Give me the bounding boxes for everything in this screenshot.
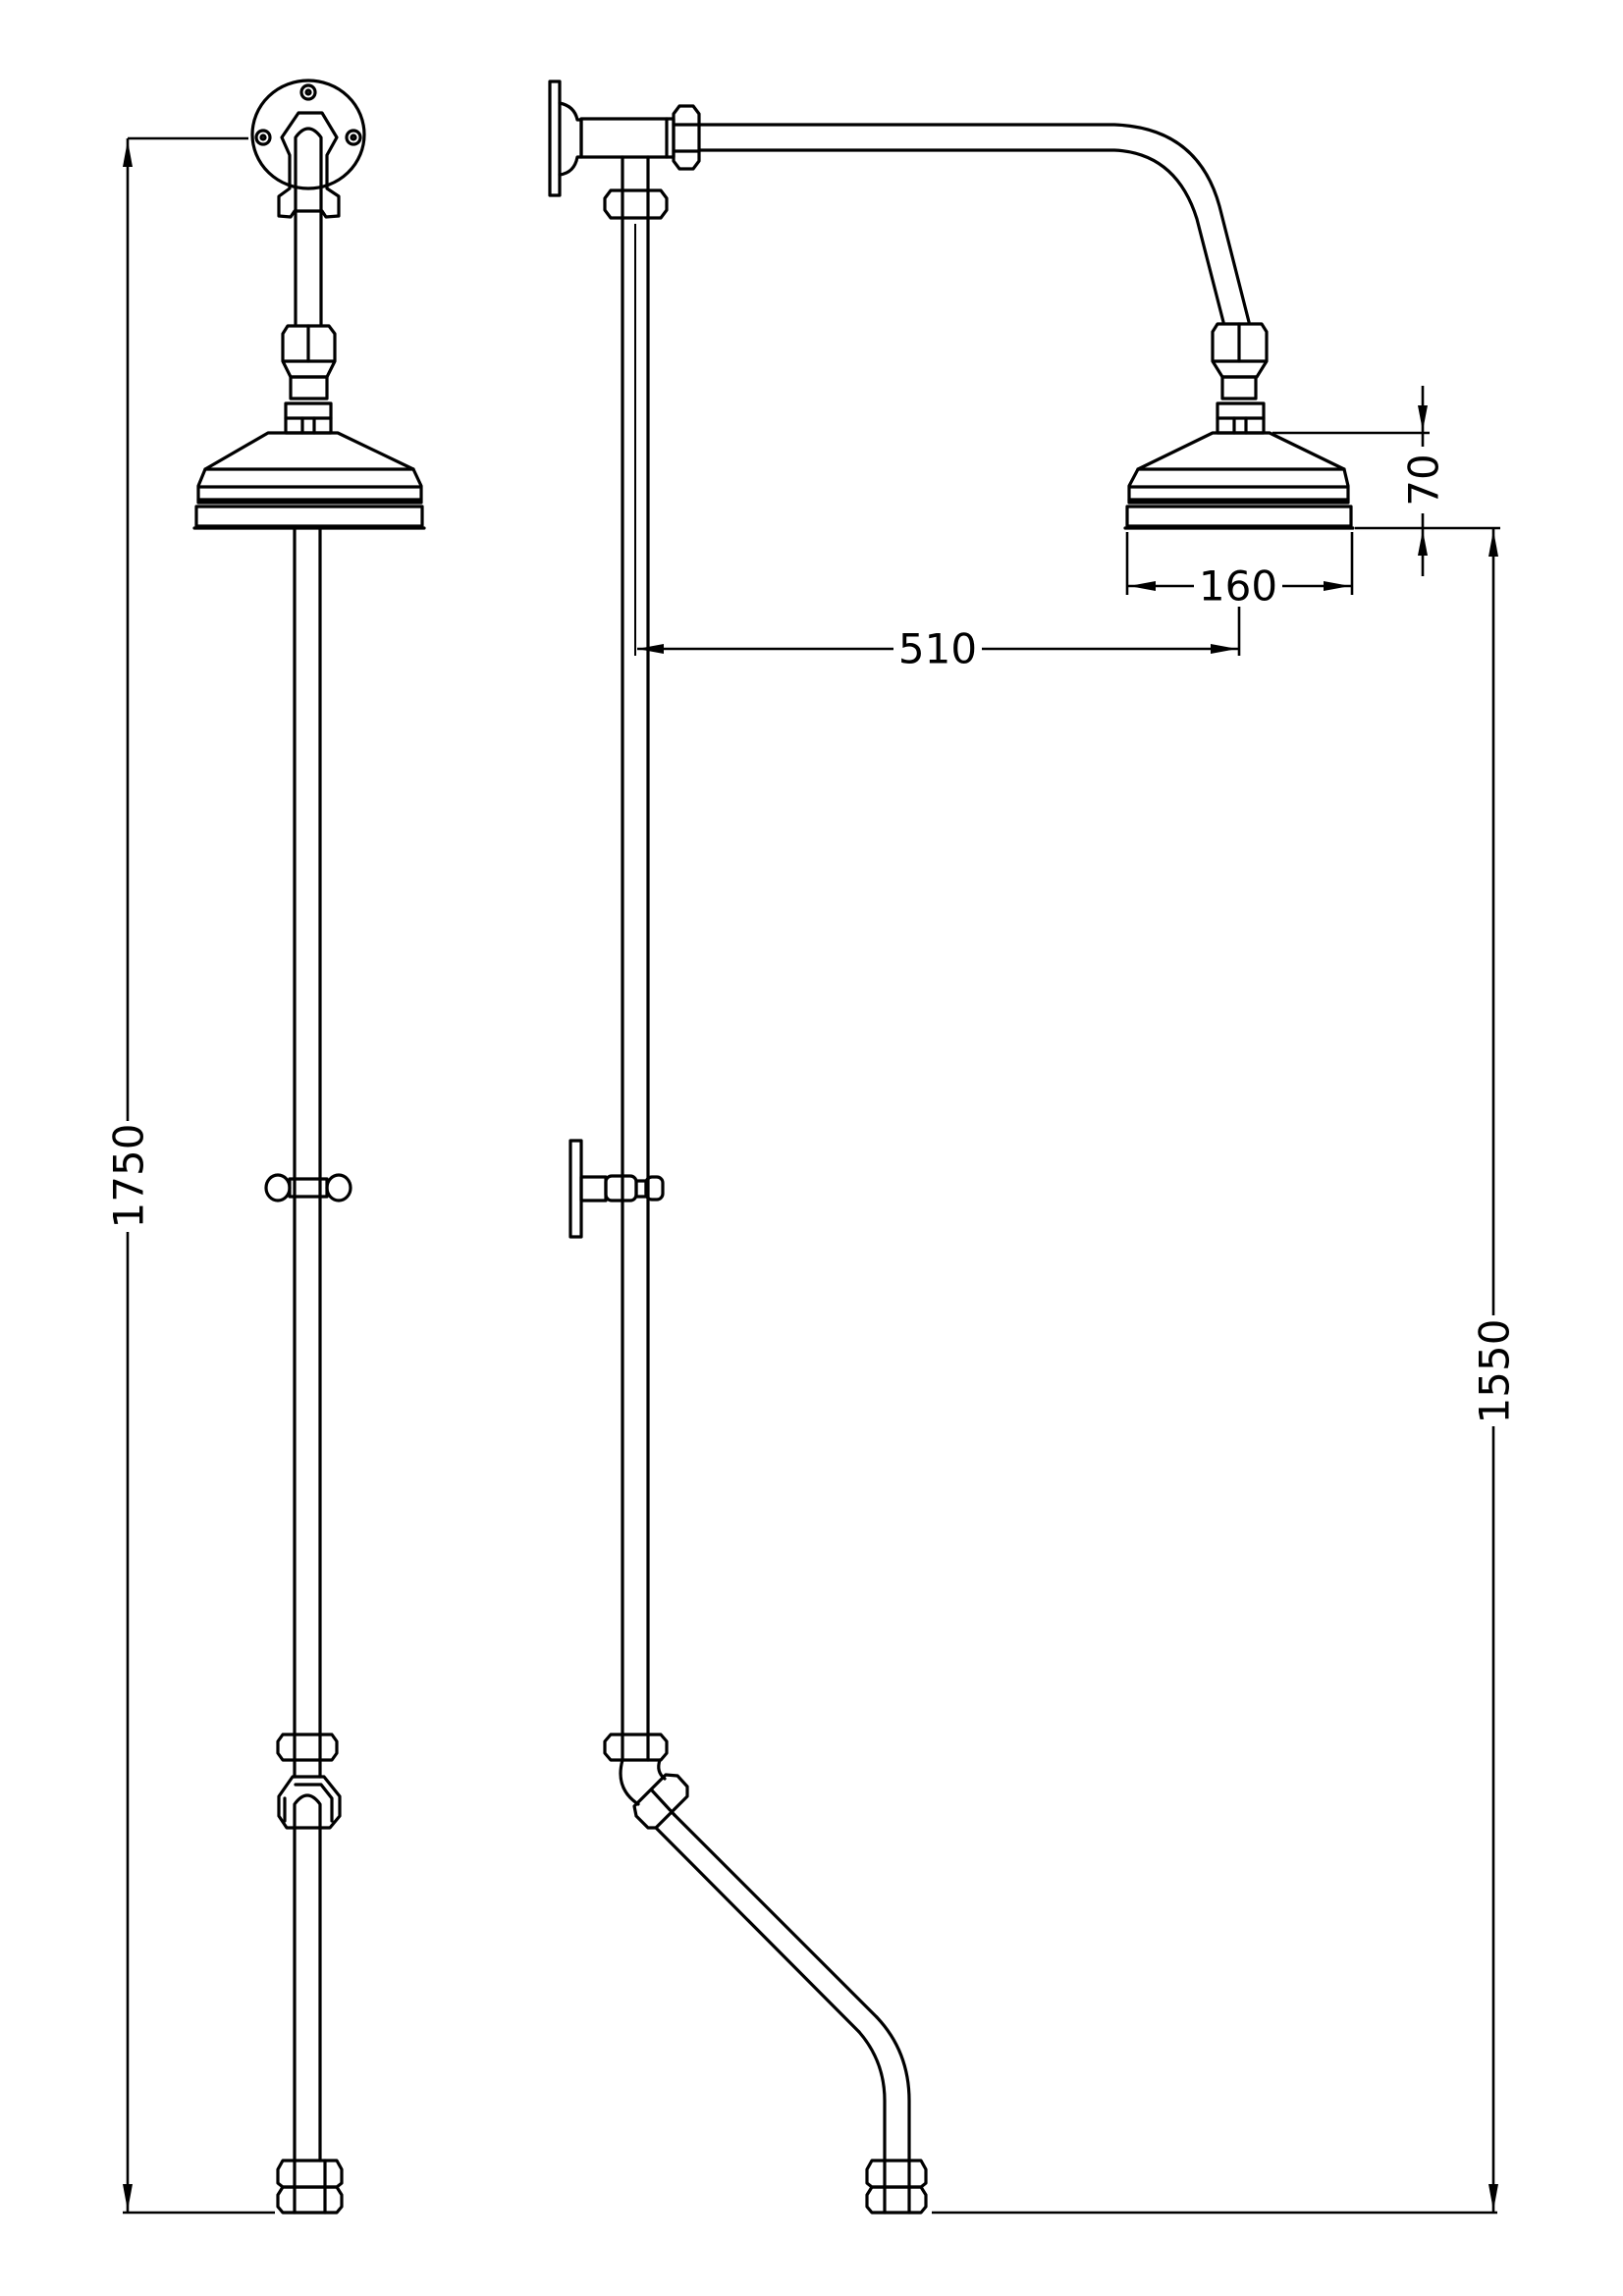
- side-view: [548, 80, 1355, 2215]
- head-connector: [281, 324, 337, 435]
- floor-nuts-front: [276, 2159, 344, 2215]
- riser-pipe-front: [293, 526, 322, 2163]
- arrow-head: [1418, 530, 1428, 556]
- slider-bracket-front: [264, 1173, 352, 1202]
- wall-plate-side: [548, 80, 701, 197]
- dimension-head-diameter: 160: [1125, 532, 1354, 611]
- dimension-arm-projection: 510: [637, 607, 1241, 673]
- riser-pipe-side: [603, 155, 669, 1736]
- floor-nuts-side: [865, 2159, 928, 2215]
- dim-label-1750: 1750: [105, 1124, 153, 1229]
- arrow-head: [1488, 2184, 1498, 2211]
- shower-head-side: [1123, 431, 1355, 530]
- arrow-head: [123, 2184, 133, 2211]
- arrow-head: [1211, 644, 1237, 654]
- lower-nut-front: [276, 1733, 339, 1762]
- arrow-head: [1418, 405, 1428, 431]
- arrow-head: [1488, 530, 1498, 557]
- dimension-head-depth: 70: [1272, 386, 1448, 576]
- dimension-head-height: 1550: [932, 526, 1519, 2215]
- front-view: [192, 79, 426, 2215]
- head-connector-side: [1211, 322, 1269, 435]
- dim-label-70: 70: [1400, 454, 1448, 506]
- dimension-overall-height: 1750: [105, 136, 275, 2215]
- union-fitting-front: [277, 1775, 342, 1830]
- shower-head-front: [192, 431, 426, 530]
- diverter-valve-side: [568, 1139, 665, 1239]
- shower-arm: [697, 123, 1251, 324]
- arrow-head: [1129, 581, 1156, 591]
- arrow-head: [123, 140, 133, 167]
- wall-bracket: [250, 79, 366, 326]
- dim-label-160: 160: [1199, 562, 1277, 611]
- dim-label-510: 510: [898, 625, 977, 673]
- arrow-head: [637, 644, 664, 654]
- dim-label-1550: 1550: [1471, 1319, 1519, 1424]
- arrow-head: [1324, 581, 1350, 591]
- lower-elbow-side: [603, 1733, 911, 2163]
